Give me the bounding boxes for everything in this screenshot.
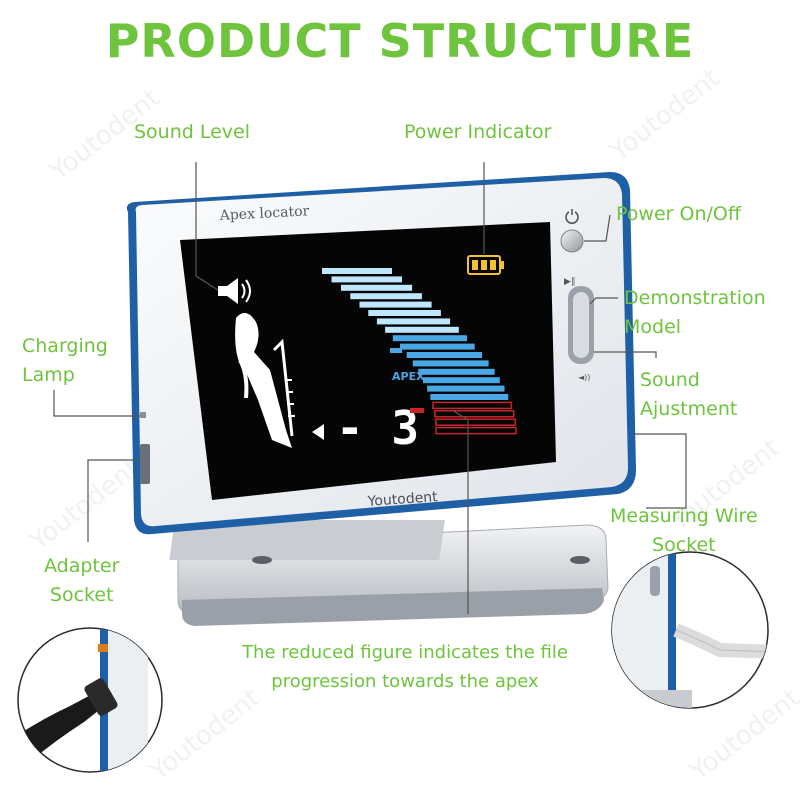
label-line: Socket [49, 584, 114, 606]
bar-segment [412, 360, 489, 367]
bar-segment [423, 377, 500, 384]
label-line: Ajustment [640, 398, 738, 420]
bar-segment [418, 368, 495, 375]
label-power-onoff: Power On/Off [616, 203, 741, 225]
bar-segment [350, 293, 422, 300]
label-adapter-socket: Adapter Socket [44, 552, 119, 610]
power-button[interactable] [560, 229, 584, 253]
bar-segment [359, 301, 432, 308]
apex-label: APEX [392, 370, 425, 383]
bar-segment [341, 284, 413, 291]
brand-logo: Youtodent [366, 489, 439, 510]
inset-measuring-socket-zoom [611, 551, 769, 709]
label-line: Socket [652, 534, 716, 556]
label-sound-level: Sound Level [134, 121, 251, 143]
charging-lamp [140, 412, 146, 418]
bar-segment [432, 401, 513, 410]
bar-segment [427, 385, 505, 392]
bar-segment [368, 310, 441, 316]
bar-segment [400, 343, 475, 350]
label-line: Model [624, 316, 682, 338]
label-power-indicator: Power Indicator [404, 121, 552, 143]
label-demonstration-model: Demonstration Model [624, 284, 766, 342]
page-title: PRODUCT STRUCTURE [105, 14, 695, 68]
bar-segment [406, 352, 482, 358]
device-stand [169, 520, 609, 626]
tooth-icon [235, 312, 295, 448]
power-icon [565, 209, 579, 224]
bar-segment [435, 426, 517, 435]
leader-lines [53, 162, 687, 614]
bar-segment [331, 276, 402, 283]
label-line: Charging [22, 335, 108, 357]
label-line: Measuring Wire [610, 505, 758, 527]
bar-segment [435, 418, 517, 426]
model-name: Apex locator [218, 203, 310, 224]
label-charging-lamp: Charging Lamp [22, 332, 108, 390]
apex-red-marker [410, 408, 424, 413]
bar-segment [322, 268, 392, 274]
bar-segment [430, 394, 509, 400]
progress-bars [322, 268, 517, 435]
bar-segment [385, 326, 459, 333]
label-measuring-wire-socket: Measuring Wire Socket [610, 502, 758, 560]
adapter-socket [140, 444, 150, 484]
demo-sound-rocker[interactable] [568, 286, 594, 364]
sound-level-icon [218, 278, 251, 304]
apex-marker [390, 348, 402, 353]
bar-segment [434, 410, 515, 418]
caption-line: progression towards the apex [271, 671, 539, 692]
caption: The reduced figure indicates the file pr… [190, 638, 620, 696]
battery-icon [467, 255, 504, 275]
inset-adapter-zoom [17, 627, 163, 773]
volume-icon: ◄)) [578, 373, 590, 382]
bar-segment [376, 318, 451, 325]
bar-segment [392, 335, 467, 342]
play-pause-icon: ▶∥ [564, 277, 575, 287]
label-sound-adjustment: Sound Ajustment [640, 366, 737, 424]
caption-line: The reduced figure indicates the file [242, 642, 568, 663]
label-line: Sound [640, 369, 700, 391]
label-line: Adapter [44, 555, 120, 577]
apex-pointer-icon [312, 424, 324, 440]
label-line: Demonstration [624, 287, 766, 309]
distance-reading: - 3 [336, 401, 419, 455]
label-line: Lamp [22, 364, 75, 386]
